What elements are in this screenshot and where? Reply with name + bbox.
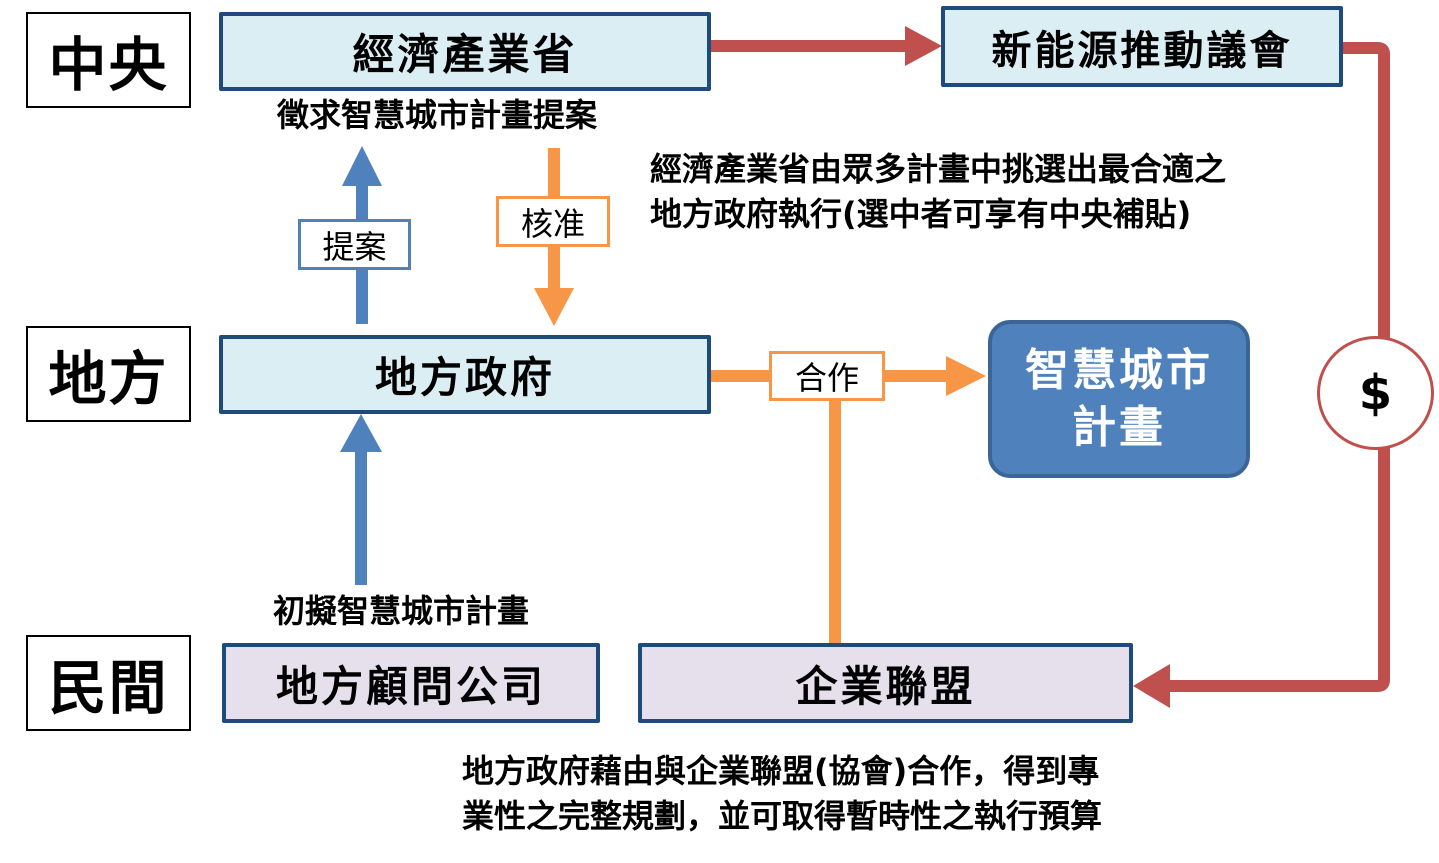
arrow-meti-to-nedo — [710, 26, 942, 66]
node-smart-city-plan[interactable]: 智慧城市 計畫 — [988, 320, 1250, 478]
note-solicit: 徵求智慧城市計畫提案 — [277, 96, 598, 134]
smart-city-plan-line2: 計畫 — [1072, 402, 1166, 453]
level-local: 地方 — [26, 326, 191, 422]
node-meti[interactable]: 經濟產業省 — [219, 12, 711, 91]
note-selection-line2: 地方政府執行(選中者可享有中央補貼) — [650, 195, 1192, 233]
node-business-alliance[interactable]: 企業聯盟 — [638, 643, 1133, 723]
node-consultant[interactable]: 地方顧問公司 — [222, 643, 600, 723]
note-cooperation-line1: 地方政府藉由與企業聯盟(協會)合作，得到專 — [462, 752, 1100, 790]
note-selection-line1: 經濟產業省由眾多計畫中挑選出最合適之 — [650, 150, 1227, 188]
arrow-draft — [340, 414, 382, 585]
money-icon: $ — [1317, 336, 1434, 450]
label-propose: 提案 — [298, 219, 411, 270]
level-private: 民間 — [26, 635, 191, 731]
note-cooperation-line2: 業性之完整規劃，並可取得暫時性之執行預算 — [462, 797, 1103, 835]
label-cooperate: 合作 — [769, 351, 885, 401]
level-central: 中央 — [26, 12, 191, 108]
label-approve: 核准 — [496, 196, 610, 247]
note-draft: 初擬智慧城市計畫 — [273, 592, 530, 630]
node-local-government[interactable]: 地方政府 — [219, 335, 711, 414]
smart-city-plan-line1: 智慧城市 — [1025, 344, 1213, 396]
node-nedo[interactable]: 新能源推動議會 — [941, 6, 1343, 87]
